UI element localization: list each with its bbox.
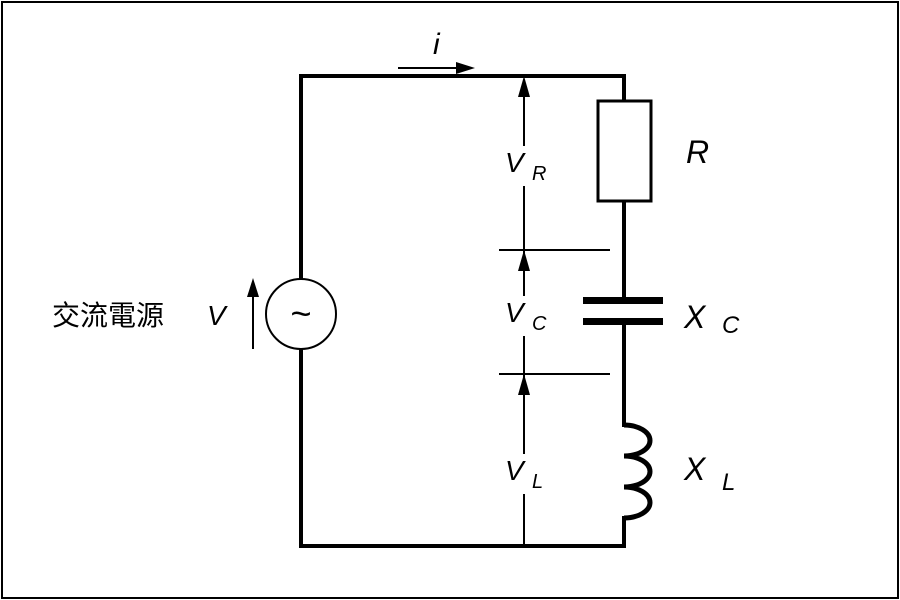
current-arrow bbox=[398, 62, 475, 74]
voltage-r-main: V bbox=[505, 147, 526, 178]
voltage-l-sub: L bbox=[532, 471, 543, 493]
arrow-right-icon bbox=[456, 62, 475, 74]
capacitor-label-sub: C bbox=[722, 312, 740, 339]
source-label: 交流電源 bbox=[52, 300, 164, 331]
voltage-arrowheads bbox=[518, 76, 530, 395]
source-voltage-symbol: V bbox=[207, 300, 228, 331]
arrow-up-icon bbox=[518, 250, 530, 271]
source-voltage-arrow bbox=[247, 278, 259, 349]
inductor-label-main: X bbox=[683, 451, 707, 487]
arrow-up-icon bbox=[518, 374, 530, 395]
inductor-symbol bbox=[623, 422, 653, 521]
voltage-c-sub: C bbox=[532, 313, 547, 335]
voltage-r-sub: R bbox=[532, 163, 546, 185]
current-symbol: i bbox=[433, 28, 441, 61]
voltage-c-main: V bbox=[505, 297, 526, 328]
inductor-label-sub: L bbox=[722, 469, 735, 496]
arrow-up-icon bbox=[247, 278, 259, 297]
arrow-up-icon bbox=[518, 76, 530, 97]
ac-source-glyph: ~ bbox=[290, 293, 311, 334]
voltage-l-main: V bbox=[505, 455, 526, 486]
ac-source-symbol bbox=[265, 278, 337, 350]
ac-source: ~ bbox=[265, 278, 337, 350]
capacitor-label-main: X bbox=[683, 299, 707, 335]
resistor-label: R bbox=[686, 134, 709, 170]
capacitor-symbol bbox=[583, 297, 663, 325]
resistor-symbol bbox=[596, 99, 653, 203]
circuit-wires bbox=[299, 74, 626, 548]
